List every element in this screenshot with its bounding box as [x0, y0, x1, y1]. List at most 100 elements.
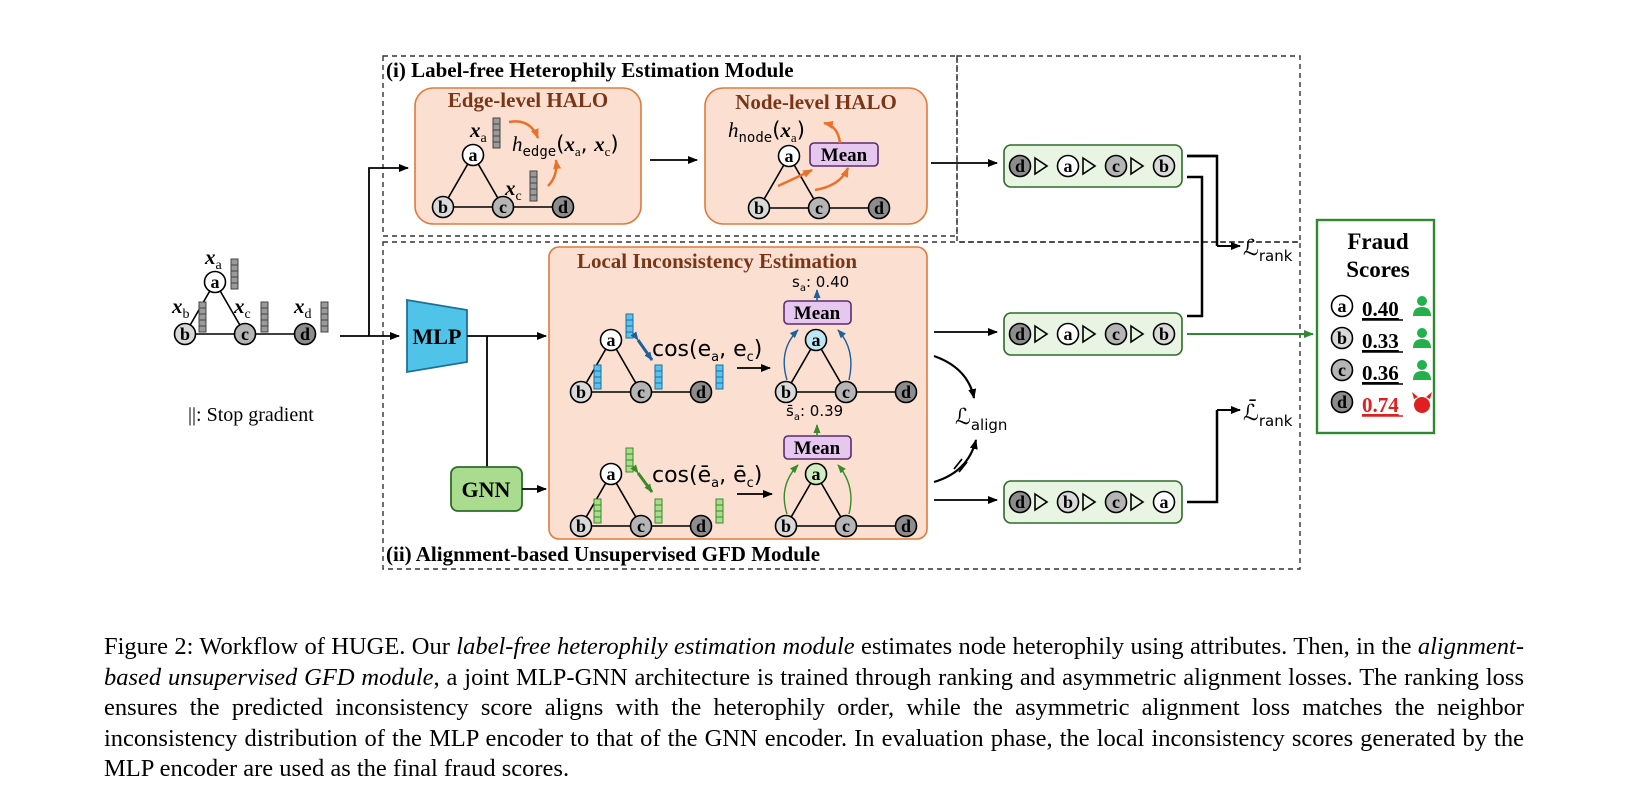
ranking-2-node-d-label: d — [1015, 324, 1025, 344]
ranking-3-node-d: d — [1008, 490, 1032, 514]
ranking-3-node-a: a — [1152, 490, 1176, 514]
gnn-local-graph-node-a-label: a — [607, 464, 616, 484]
mlp-mean-graph-node-a: a — [804, 328, 828, 352]
input-feature-a — [230, 258, 239, 290]
input-graph-node-b: b — [173, 322, 197, 346]
stop-gradient-mark-1 — [953, 458, 963, 470]
caption-part-1: Figure 2: Workflow of HUGE. Our — [104, 633, 457, 660]
gnn-local-graph-node-b-label: b — [576, 516, 586, 536]
mlp-label: MLP — [413, 324, 462, 349]
mlp-similarity-arrow — [630, 331, 654, 361]
caption-emphasis-2: alignment-based unsupervised GFD module — [104, 633, 1524, 691]
edge-heterophily-formula: hedge(xa, xc) — [512, 132, 619, 160]
mlp-mean-graph-node-a-label: a — [812, 330, 821, 350]
gnn-mean-graph-node-d-label: d — [901, 516, 911, 536]
input-label-x-b: xb — [171, 294, 190, 322]
edge-label-x-a: xa — [469, 118, 488, 146]
local-inconsistency-title: Local Inconsistency Estimation — [577, 249, 857, 273]
edge-halo-graph-node-c: c — [491, 195, 515, 219]
caption-part-2: estimates node heterophily using attribu… — [854, 633, 1418, 660]
ranking-3-node-a-label: a — [1160, 492, 1169, 512]
gnn-local-graph-node-b: b — [569, 514, 593, 538]
fraud-scores-title-line2: Scores — [1346, 257, 1410, 282]
node-halo-graph-node-c: c — [807, 196, 831, 220]
edge-level-halo-box — [414, 87, 642, 225]
cos-gnn-formula: cos(ēa, ēc) — [652, 463, 762, 491]
ranking-order-arrow — [1130, 156, 1145, 176]
local-inconsistency-box — [548, 246, 928, 540]
mlp-local-graph-node-b: b — [569, 380, 593, 404]
mlp-mean-graph: a b c d — [774, 328, 918, 404]
rank-loss-label: ℒrank — [1243, 236, 1293, 265]
mlp-mean-graph-node-c: c — [834, 380, 858, 404]
mlp-mean-graph-node-d-label: d — [901, 382, 911, 402]
mlp-mean-graph-node-b: b — [774, 380, 798, 404]
node-mean-box — [809, 142, 879, 167]
input-graph-node-a-label: a — [211, 272, 220, 292]
edge-halo-graph-node-b-label: b — [438, 197, 448, 217]
align-loss-label: ℒalign — [955, 405, 1007, 434]
mlp-encoder — [406, 298, 468, 374]
input-graph-node-d: d — [293, 322, 317, 346]
input-graph-node-b-label: b — [180, 324, 190, 344]
ranking-order-arrow — [1130, 492, 1145, 512]
gnn-mean-graph-node-a-label: a — [812, 464, 821, 484]
edge-halo-graph-node-b: b — [431, 195, 455, 219]
gnn-mean-graph-node-c-label: c — [842, 516, 850, 536]
node-halo-graph-node-b-label: b — [754, 198, 764, 218]
input-feature-d — [320, 301, 329, 333]
ranking-2-node-d: d — [1008, 322, 1032, 346]
input-feature-c — [260, 301, 269, 333]
node-halo-graph-node-d: d — [867, 196, 891, 220]
mlp-local-graph-node-b-label: b — [576, 382, 586, 402]
gnn-mean-label: Mean — [794, 438, 841, 459]
mlp-feature-d — [715, 364, 724, 390]
gnn-mean-graph-node-c: c — [834, 514, 858, 538]
gnn-similarity-arrow — [630, 464, 654, 493]
alignment-module-box — [382, 241, 1301, 570]
ranking-order-arrow — [1034, 324, 1049, 344]
fraud-score-value-c: 0.36 — [1362, 361, 1399, 385]
input-graph-node-a: a — [203, 270, 227, 294]
gnn-label: GNN — [462, 477, 511, 502]
fraud-score-value-a: 0.40 — [1362, 297, 1399, 321]
gnn-feature-c — [654, 498, 663, 524]
fraud-score-node-b-label: b — [1337, 328, 1347, 348]
mlp-feature-b — [593, 364, 602, 390]
ranking-1-node-c: c — [1104, 154, 1128, 178]
node-halo-graph: a b c d — [747, 144, 891, 220]
gnn-local-graph-node-d-label: d — [696, 516, 706, 536]
gnn-local-graph-node-c-label: c — [637, 516, 645, 536]
node-orange-arrow-up — [823, 120, 842, 144]
edge-feature-a — [492, 117, 501, 149]
edge-halo-graph-node-a: a — [461, 143, 485, 167]
label-free-module-title: (i) Label-free Heterophily Estimation Mo… — [386, 58, 794, 82]
input-graph-node-c: c — [233, 322, 257, 346]
mlp-mean-curve-right — [837, 329, 852, 381]
ranking-3-node-b: b — [1056, 490, 1080, 514]
ranking-1-node-b: b — [1152, 154, 1176, 178]
mlp-mean-graph-node-d: d — [894, 380, 918, 404]
rank-connector-2 — [1187, 175, 1204, 318]
node-halo-graph-node-d-label: d — [874, 198, 884, 218]
mlp-mean-graph-node-b-label: b — [781, 382, 791, 402]
node-halo-graph-node-a: a — [777, 144, 801, 168]
mlp-score-label: sa: 0.40 — [792, 273, 849, 294]
node-heterophily-formula: hnode(xa) — [728, 118, 805, 146]
fraud-score-value-b: 0.33 — [1362, 329, 1399, 353]
gnn-feature-a — [625, 447, 634, 473]
node-level-halo-title: Node-level HALO — [735, 90, 897, 114]
alignment-module-title: (ii) Alignment-based Unsupervised GFD Mo… — [386, 542, 820, 566]
fraud-score-node-a: a — [1330, 294, 1354, 318]
